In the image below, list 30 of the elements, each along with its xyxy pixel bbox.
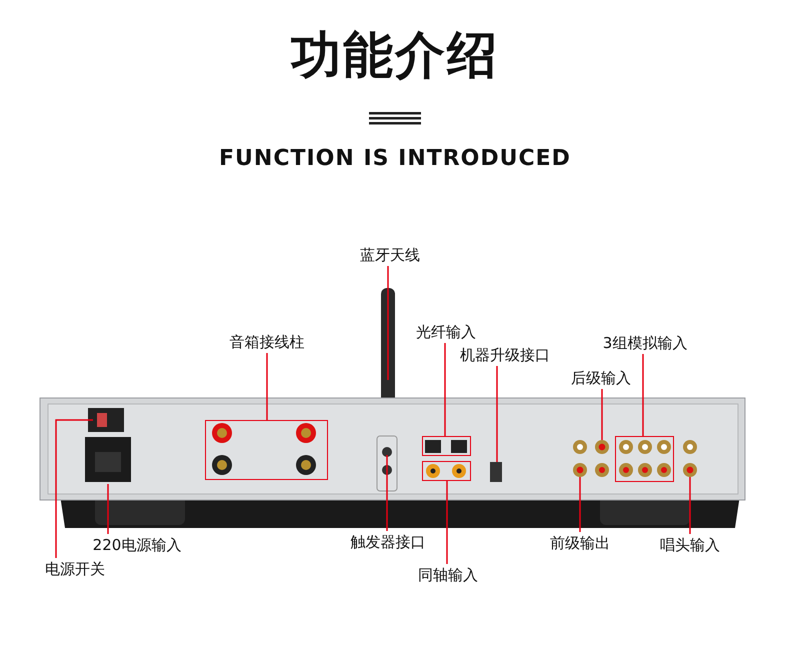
leader-line [107, 484, 109, 534]
callout-label: 后级输入 [571, 369, 631, 387]
leader-line [266, 353, 268, 420]
callout-label: 220电源输入 [92, 536, 182, 554]
callout-label: 机器升级接口 [460, 346, 550, 364]
callout-label: 触发器接口 [350, 533, 426, 551]
leader-line [601, 389, 603, 440]
callout-label: 电源开关 [45, 560, 105, 578]
callout-label: 唱头输入 [660, 536, 720, 554]
highlight-frame [615, 436, 674, 482]
callout-label: 3组模拟输入 [602, 334, 688, 352]
leader-line [689, 477, 691, 534]
callout-label: 前级输出 [550, 534, 610, 552]
leader-line [387, 266, 389, 380]
subtitle: FUNCTION IS INTRODUCED [219, 146, 571, 171]
leader-line [579, 477, 581, 532]
leader-line [444, 343, 446, 436]
leader-line [642, 354, 644, 436]
callout-label: 同轴输入 [418, 566, 478, 584]
page-title: 功能介绍 [291, 25, 499, 86]
highlight-frame [422, 461, 471, 481]
callout-label: 蓝牙天线 [360, 246, 420, 264]
leader-line [386, 455, 388, 531]
highlight-frame [205, 420, 328, 480]
leader-line [55, 419, 93, 558]
leader-line [496, 366, 498, 462]
highlight-frame [422, 436, 471, 456]
leader-line [446, 481, 448, 564]
callout-label: 光纤输入 [416, 323, 476, 341]
callout-label: 音箱接线柱 [230, 333, 304, 351]
